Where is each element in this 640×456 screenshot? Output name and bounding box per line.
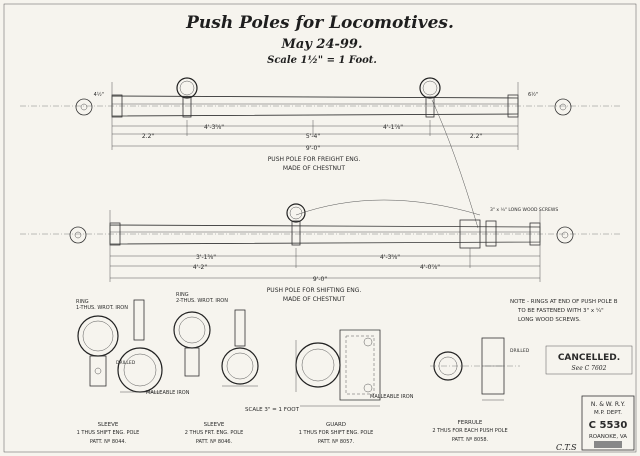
freight-end-view-left [75,98,93,116]
malleable-label-2: MALLEABLE IRON [370,394,414,400]
note-line-3: LONG WOOD SCREWS. [518,317,581,323]
drawing-scale: Scale 1½" = 1 Foot. [267,55,377,66]
cancelled-stamp [545,345,633,375]
drilled-label-1: DRILLED [116,360,136,366]
freight-dim-4-1: 4'-1⅞" [383,124,403,131]
detail-sleeve-freight [173,309,259,387]
freight-material: MADE OF CHESTNUT [283,165,346,172]
note-line-1: NOTE - RINGS AT END OF PUSH POLE B [510,299,618,305]
freight-dim-5-4: 5'-4" [306,133,320,140]
drawing-title: Push Poles for Locomotives. [185,13,454,33]
freight-pole-drawing [20,77,620,150]
ferrule-qty: 2 THUS FOR EACH PUSH POLE [432,428,507,434]
freight-ring-left [176,77,198,99]
freight-dim-right: 2.2" [470,133,483,140]
shifting-screw-note: 3" x ¼" LONG WOOD SCREWS [490,207,558,213]
drawing-number: C 5530 [589,420,628,431]
detail-scale-note: SCALE 3" = 1 FOOT [245,407,300,413]
shifting-label: PUSH POLE FOR SHIFTING ENG. [267,287,362,294]
ferrule-title: FERRULE [458,420,483,426]
department: M.P. DEPT. [594,410,622,416]
shifting-dim-overall: 9'-0" [313,276,327,283]
guard-title: GUARD [326,422,346,428]
title-block [581,395,635,451]
freight-dim-a: 4½" [94,91,104,98]
detail-sleeve-shift [77,299,163,393]
sleeve-1-pattern: PATT. Nº 8044. [90,439,127,445]
shifting-dim-4-2: 4'-2" [193,264,207,271]
margin-note: C.T.S [556,443,577,452]
sheet-border [3,3,637,453]
freight-dim-left: 2.2" [142,133,155,140]
note-line-2: TO BE FASTENED WITH 3" x ¼" [517,308,604,314]
detail-guard [295,329,381,407]
drawing-city: ROANOKE, VA [589,434,627,440]
drilled-label-2: DRILLED [510,348,530,354]
sleeve-2-pattern: PATT. Nº 8046. [196,439,233,445]
leader-line [431,99,479,229]
railway-name: N. & W. R.Y. [591,401,625,408]
freight-dim-4-3: 4'-3⅝" [204,124,224,131]
freight-end-view-right [554,98,572,116]
drawing-date: May 24-99. [281,37,363,52]
freight-dim-overall: 9'-0" [306,145,320,152]
guard-pattern: PATT. Nº 8057. [318,439,355,445]
shifting-ring [286,203,306,223]
shifting-pole-drawing [20,203,620,282]
malleable-label-1: MALLEABLE IRON [146,390,190,396]
title-block-tag [594,441,622,448]
shifting-material: MADE OF CHESTNUT [283,296,346,303]
shifting-dim-4-3: 4'-3⅝" [380,254,400,261]
freight-ring-right [419,77,441,99]
freight-label: PUSH POLE FOR FREIGHT ENG. [268,156,361,163]
ferrule-pattern: PATT. Nº 8058. [452,437,489,443]
cancelled-text: CANCELLED. [558,353,620,363]
sleeve-2-qty: 2 THUS FRT. ENG. POLE [185,430,243,436]
detail-ferrule [430,337,520,401]
sleeve-1-title: SLEEVE [98,422,119,428]
leader-arc [295,199,481,216]
sleeve-1-qty: 1 THUS SHIFT ENG. POLE [77,430,140,436]
shifting-end-view-left [69,226,87,244]
sleeve-2-title: SLEEVE [204,422,225,428]
freight-dim-b: 6½" [528,91,538,98]
shifting-dim-3-1: 3'-1⅜" [196,254,216,261]
cancelled-see: See C 7602 [572,365,607,372]
shifting-dim-4-0: 4'-0⅞" [420,264,440,271]
guard-qty: 1 THUS FOR SHIFT ENG. POLE [299,430,374,436]
shifting-end-view-right [556,226,574,244]
